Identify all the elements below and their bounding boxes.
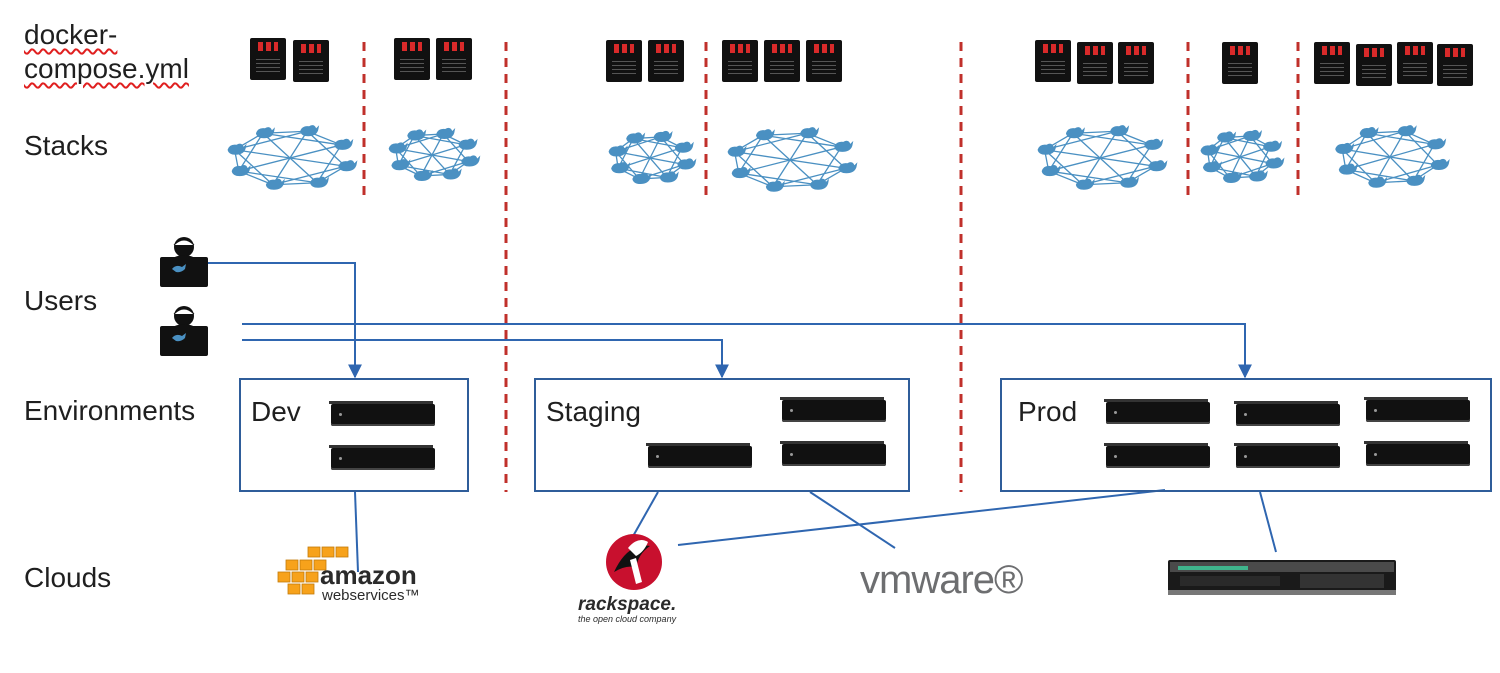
aws-logo: amazon webservices™	[277, 546, 420, 604]
user-laptop-icon	[160, 306, 208, 356]
rackspace-word: rackspace.	[578, 594, 676, 615]
stack-network-icon	[388, 127, 481, 182]
server-icon	[780, 397, 886, 422]
env-box-prod: Prod	[1000, 378, 1492, 492]
aws-sub: webservices™	[321, 587, 420, 604]
connector-prod-server	[1259, 491, 1277, 553]
clouds-label: Clouds	[24, 562, 112, 593]
stack-network-icon	[227, 125, 358, 190]
compose-file-icon	[722, 40, 758, 82]
compose-label-line1: docker-	[24, 19, 118, 50]
stack-network-icon	[1200, 129, 1285, 184]
compose-file-icon	[1397, 42, 1433, 84]
compose-file-icon	[1222, 42, 1258, 84]
rackspace-tagline: the open cloud company	[578, 614, 677, 624]
stack-network-icon	[608, 130, 697, 185]
env-name-dev: Dev	[251, 396, 301, 427]
connector-dev-aws	[354, 491, 359, 573]
rack-server-icon	[1168, 560, 1396, 595]
connector-staging-vmware	[809, 491, 896, 549]
compose-file-icon	[764, 40, 800, 82]
compose-label: docker- compose.yml	[24, 18, 189, 86]
connector-prod-rackspace	[677, 489, 1166, 546]
compose-file-icon	[1314, 42, 1350, 84]
vmware-logo: vmware®	[860, 558, 1023, 602]
dividers	[362, 42, 1300, 492]
server-icon	[1364, 441, 1470, 466]
aws-word: amazon	[320, 560, 417, 590]
users-label: Users	[24, 285, 98, 316]
connector-user2-staging	[242, 339, 729, 379]
compose-label-line2: compose.yml	[24, 53, 189, 84]
compose-file-icon	[293, 40, 329, 82]
server-icon	[329, 401, 435, 426]
env-name-prod: Prod	[1018, 396, 1078, 427]
server-icon	[646, 443, 752, 468]
stacks	[227, 125, 1450, 192]
compose-file-icon	[648, 40, 684, 82]
stacks-label: Stacks	[24, 130, 109, 161]
server-icon	[1104, 443, 1210, 468]
compose-file-icon	[394, 38, 430, 80]
connector-user1-dev	[205, 262, 362, 379]
user-laptop-icon	[160, 237, 208, 287]
stack-network-icon	[727, 127, 858, 192]
env-box-dev: Dev	[239, 378, 469, 492]
compose-file-icon	[1077, 42, 1113, 84]
server-icon	[1104, 399, 1210, 424]
server-icon	[780, 441, 886, 466]
connectors	[205, 262, 1277, 573]
env-name-staging: Staging	[546, 396, 641, 427]
compose-file-icon	[436, 38, 472, 80]
compose-file-icon	[1437, 44, 1473, 86]
env-box-staging: Staging	[534, 378, 910, 492]
compose-file-icon	[606, 40, 642, 82]
environments-label: Environments	[24, 395, 196, 426]
connector-user2-prod	[242, 323, 1252, 379]
compose-file-icon	[806, 40, 842, 82]
rackspace-logo: rackspace. the open cloud company	[578, 534, 677, 624]
compose-file-icon	[1118, 42, 1154, 84]
stack-network-icon	[1037, 125, 1168, 190]
server-icon	[329, 445, 435, 470]
server-icon	[1234, 443, 1340, 468]
connector-staging-rackspace	[631, 491, 659, 539]
compose-file-icon	[250, 38, 286, 80]
server-icon	[1234, 401, 1340, 426]
stack-network-icon	[1335, 125, 1450, 188]
compose-file-icon	[1035, 40, 1071, 82]
server-icon	[1364, 397, 1470, 422]
compose-file-icon	[1356, 44, 1392, 86]
